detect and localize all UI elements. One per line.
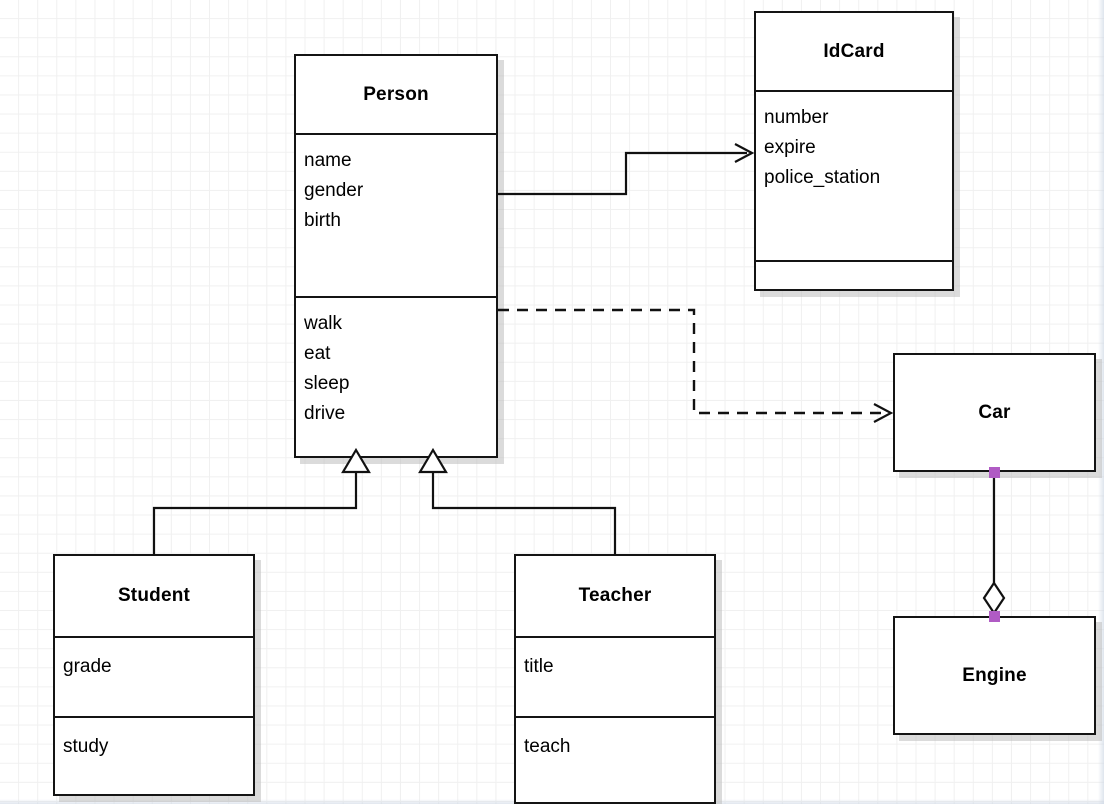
uml-class-student[interactable]: Student grade study	[53, 554, 255, 796]
class-title-car: Car	[895, 355, 1094, 470]
method-item: teach	[524, 736, 571, 757]
uml-class-engine[interactable]: Engine	[893, 616, 1096, 735]
class-title-engine: Engine	[895, 618, 1094, 733]
connector-person-idcard[interactable]	[498, 143, 755, 196]
class-name-label: Person	[363, 83, 429, 105]
class-name-label: Car	[978, 401, 1011, 423]
class-title-teacher: Teacher	[516, 556, 714, 636]
attribute-item: name	[304, 150, 352, 171]
class-name-label: IdCard	[823, 40, 885, 62]
class-methods-teacher: teach	[516, 716, 714, 802]
attribute-item: police_station	[764, 167, 881, 188]
attribute-item: expire	[764, 137, 816, 158]
class-methods-person: walk eat sleep drive	[296, 296, 496, 456]
class-attributes-teacher: title	[516, 636, 714, 716]
class-attributes-student: grade	[55, 636, 253, 716]
attribute-item: number	[764, 107, 829, 128]
class-name-label: Student	[117, 585, 191, 606]
class-title-idcard: IdCard	[756, 13, 952, 90]
class-methods-idcard	[756, 260, 952, 289]
uml-class-person[interactable]: Person name gender birth walk eat sleep …	[294, 54, 498, 458]
method-item: eat	[304, 343, 331, 364]
connector-teacher-person[interactable]	[418, 447, 617, 556]
connector-student-person[interactable]	[152, 447, 371, 556]
uml-class-teacher[interactable]: Teacher title teach	[514, 554, 716, 804]
class-name-label: Teacher	[578, 585, 652, 606]
method-item: study	[63, 736, 109, 757]
class-methods-student: study	[55, 716, 253, 794]
uml-class-idcard[interactable]: IdCard number expire police_station	[754, 11, 954, 291]
endpoint-handle-car[interactable]	[989, 467, 1000, 478]
class-title-student: Student	[55, 556, 253, 636]
connector-car-engine[interactable]	[982, 472, 1006, 620]
method-item: sleep	[304, 373, 350, 394]
attribute-item: birth	[304, 210, 341, 231]
attribute-item: gender	[304, 180, 364, 201]
class-attributes-idcard: number expire police_station	[756, 90, 952, 260]
class-name-label: Engine	[962, 664, 1027, 686]
endpoint-handle-engine[interactable]	[989, 611, 1000, 622]
attribute-item: title	[524, 656, 554, 677]
class-attributes-person: name gender birth	[296, 133, 496, 296]
class-title-person: Person	[296, 56, 496, 133]
attribute-item: grade	[63, 656, 112, 677]
method-item: walk	[304, 313, 343, 334]
connector-person-car[interactable]	[498, 308, 894, 423]
method-item: drive	[304, 403, 346, 424]
